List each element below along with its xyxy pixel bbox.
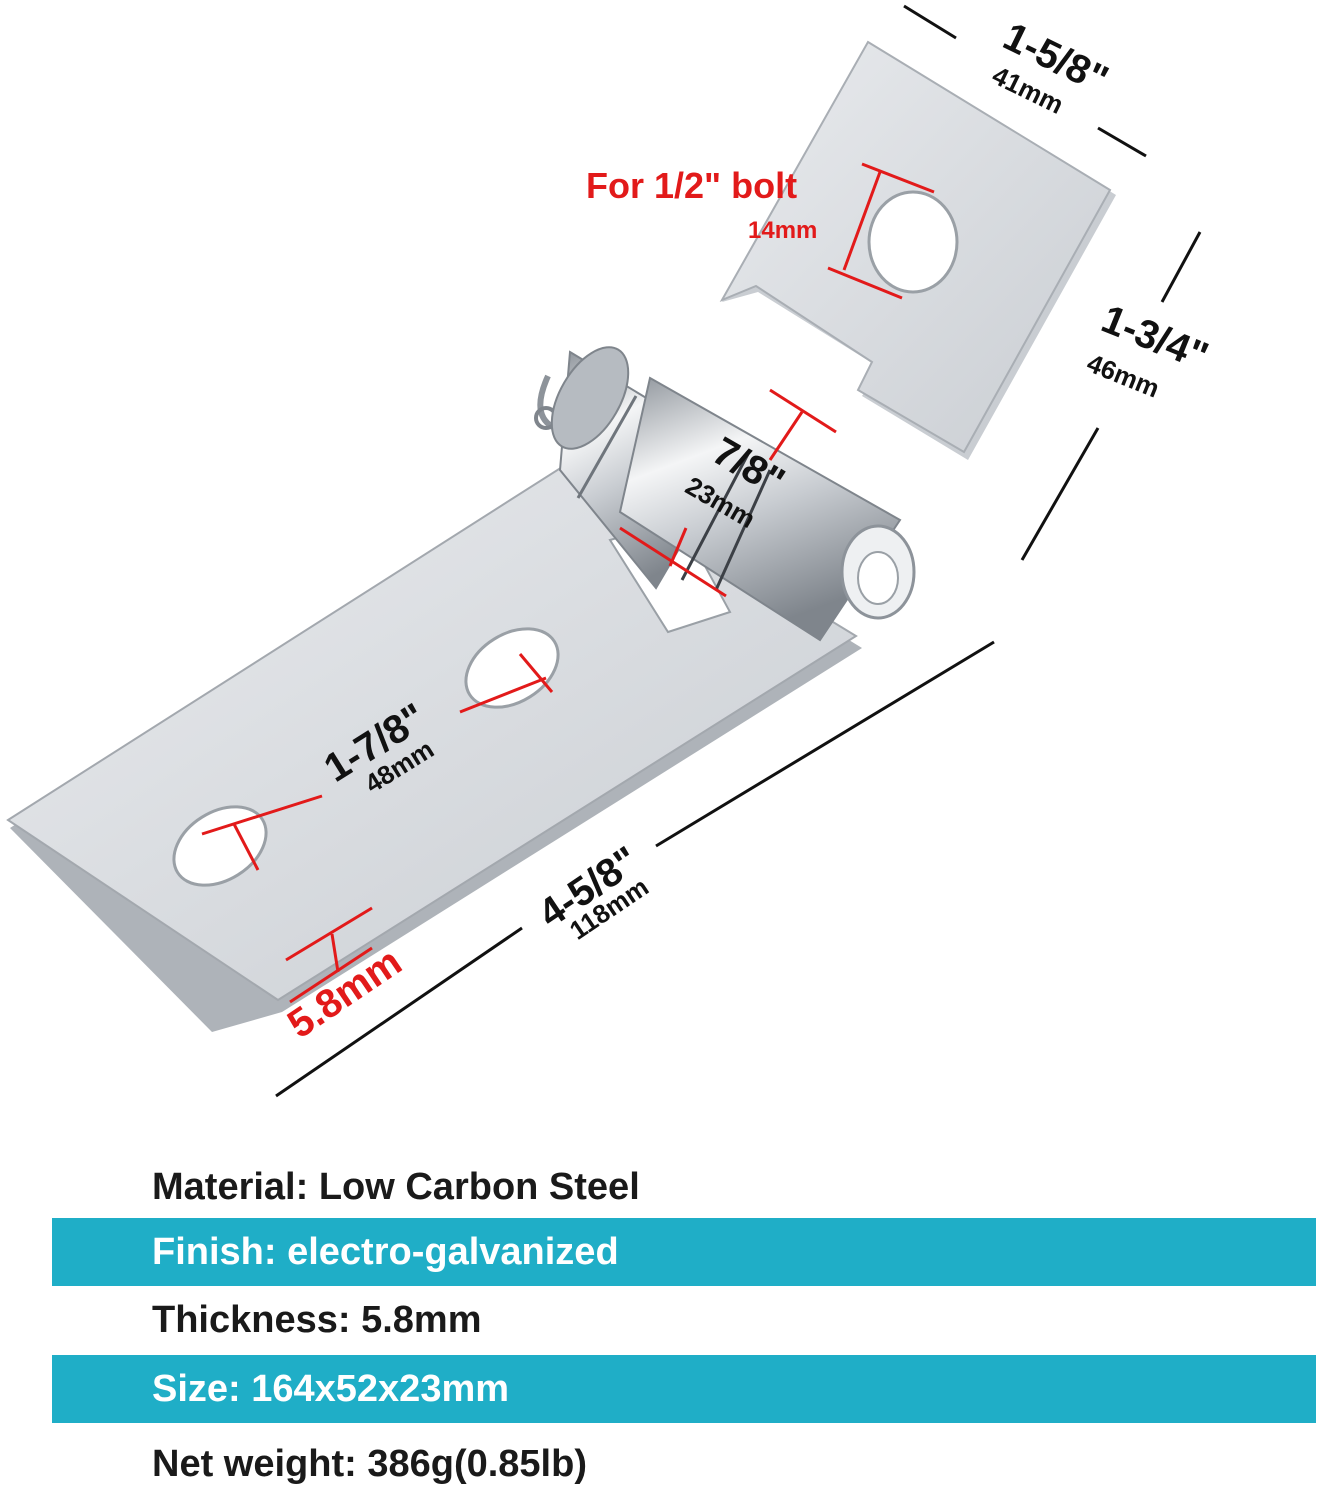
mount-hole-1 xyxy=(172,805,268,887)
red-annotation-lines xyxy=(201,162,935,1004)
spec-thickness-text: Thickness: 5.8mm xyxy=(152,1298,482,1341)
spec-material: Material: Low Carbon Steel xyxy=(52,1152,1316,1222)
bottom-leaf xyxy=(6,460,862,1032)
bolt-mm: 14mm xyxy=(748,217,817,244)
spec-finish-text: Finish: electro-galvanized xyxy=(152,1230,619,1273)
bolt-hole xyxy=(867,190,959,294)
mount-hole-2 xyxy=(464,627,560,709)
dimension-lines xyxy=(275,4,1202,1098)
bolt-label: For 1/2" bolt xyxy=(586,165,797,206)
spec-net-weight: Net weight: 386g(0.85lb) xyxy=(52,1432,1316,1496)
spec-net-weight-text: Net weight: 386g(0.85lb) xyxy=(152,1442,587,1485)
hinge-barrel xyxy=(534,346,916,642)
spec-thickness: Thickness: 5.8mm xyxy=(52,1286,1316,1354)
spec-size: Size: 164x52x23mm xyxy=(52,1355,1316,1423)
top-leaf xyxy=(719,40,1116,460)
spec-size-text: Size: 164x52x23mm xyxy=(152,1367,510,1410)
hinge-diagram: 1-5/8" 41mm For 1/2" bolt 14mm 1-3/4" 46… xyxy=(6,4,1214,1098)
spec-finish: Finish: electro-galvanized xyxy=(52,1218,1316,1286)
spec-material-text: Material: Low Carbon Steel xyxy=(152,1165,640,1208)
